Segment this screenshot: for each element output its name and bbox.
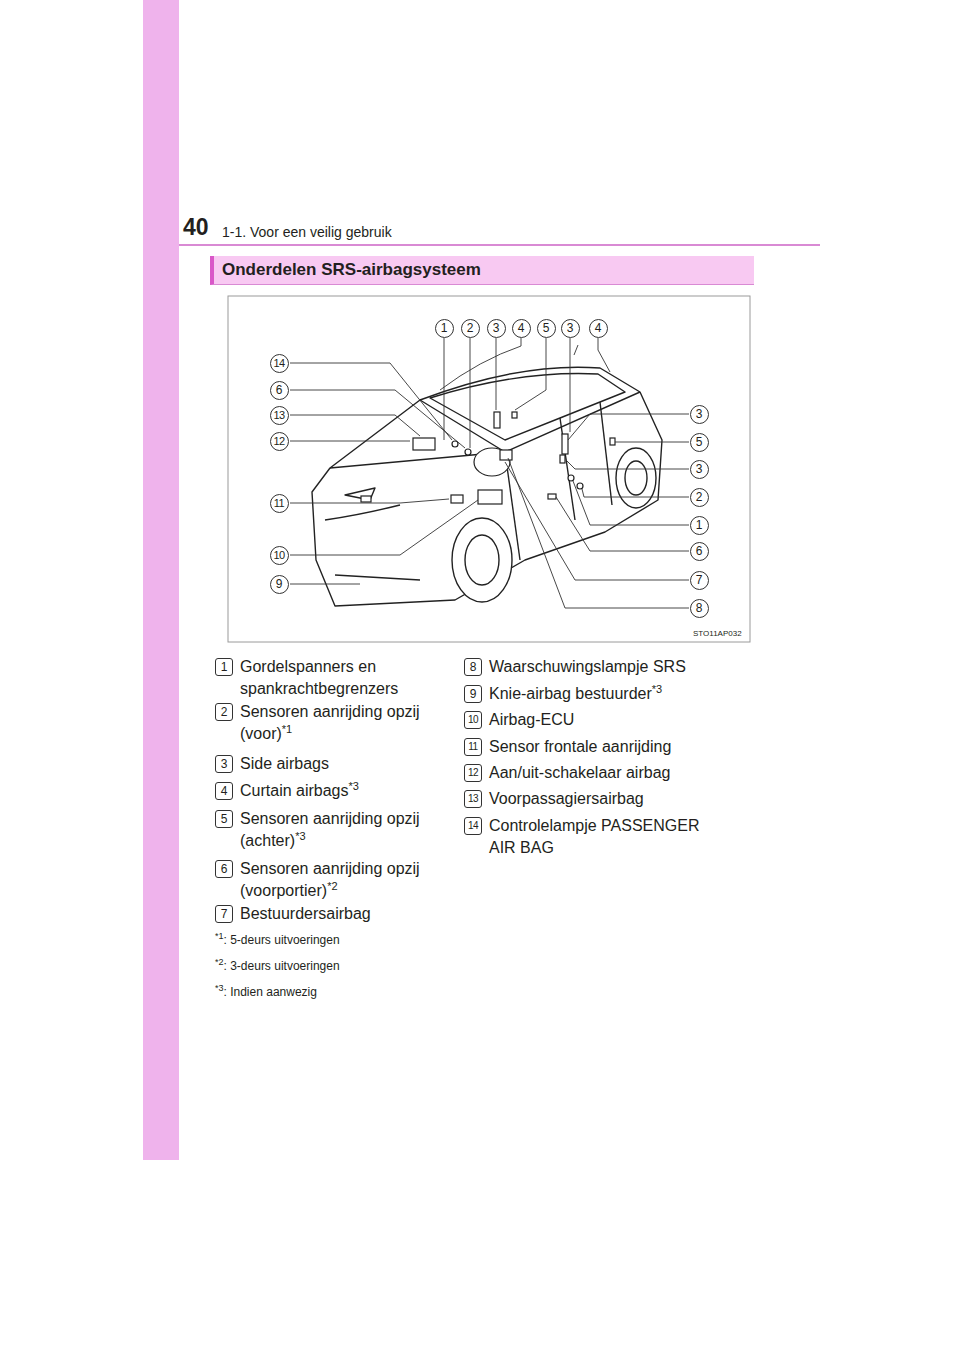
list-item: Sensoren aanrijding opzij (voor)*1 [240,701,445,745]
callout-number: 4 [512,319,531,338]
callout-number: 9 [270,575,289,594]
item-text: Sensoren aanrijding opzij (achter) [240,810,420,849]
list-number: 7 [215,905,233,923]
list-item: Sensoren aanrijding opzij (achter)*3 [240,808,445,852]
footnote-mark: *3 [215,983,224,993]
list-item: Curtain airbags*3 [240,780,445,802]
callout-number: 6 [270,381,289,400]
list-item: Gordelspanners en spankrachtbegrenzers [240,656,445,700]
list-number: 13 [464,790,482,808]
list-number: 9 [464,685,482,703]
list-item: Controlelampje PASSENGER AIR BAG [489,815,724,859]
footnote-mark: *1 [282,723,292,735]
item-text: Controlelampje PASSENGER AIR BAG [489,817,699,856]
callout-number: 5 [537,319,556,338]
item-text: Side airbags [240,755,329,772]
list-item: Airbag-ECU [489,709,729,731]
callout-number: 1 [435,319,454,338]
callout-number: 6 [690,542,709,561]
section-heading: Onderdelen SRS-airbagsysteem [210,256,754,285]
callout-number: 3 [561,319,580,338]
list-number: 3 [215,755,233,773]
list-item: Sensoren aanrijding opzij (voorportier)*… [240,858,445,902]
list-number: 4 [215,782,233,800]
footnote-mark: *3 [652,683,662,695]
callout-number: 3 [690,460,709,479]
item-text: Aan/uit-schakelaar airbag [489,764,670,781]
list-number: 14 [464,817,482,835]
item-text: Curtain airbags [240,782,349,799]
footnote-mark: *3 [295,830,305,842]
list-number: 5 [215,810,233,828]
footnote-text: : Indien aanwezig [224,985,317,999]
callout-number: 11 [270,494,289,513]
list-item: Sensor frontale aanrijding [489,736,729,758]
footnote-mark: *2 [327,880,337,892]
footnote-mark: *3 [349,780,359,792]
callout-number: 3 [690,405,709,424]
item-text: Voorpassagiersairbag [489,790,644,807]
item-text: Knie-airbag bestuurder [489,685,652,702]
item-text: Gordelspanners en spankrachtbegrenzers [240,658,398,697]
list-number: 11 [464,738,482,756]
page-number: 40 [183,214,209,241]
section-name: 1-1. Voor een veilig gebruik [222,224,392,240]
callout-number: 4 [589,319,608,338]
list-number: 12 [464,764,482,782]
figure-code: STO11AP032 [693,629,742,638]
list-item: Side airbags [240,753,445,775]
callout-number: 7 [690,571,709,590]
list-item: Waarschuwingslampje SRS [489,656,729,678]
footnote-text: : 3-deurs uitvoeringen [224,959,340,973]
footnote-mark: *2 [215,957,224,967]
list-number: 8 [464,658,482,676]
footnote: *2: 3-deurs uitvoeringen [215,958,340,974]
footnote: *3: Indien aanwezig [215,984,317,1000]
footnote-text: : 5-deurs uitvoeringen [224,933,340,947]
footnote-mark: *1 [215,931,224,941]
callout-number: 2 [690,488,709,507]
list-item: Aan/uit-schakelaar airbag [489,762,729,784]
callout-number: 2 [461,319,480,338]
list-number: 2 [215,703,233,721]
callout-number: 14 [270,354,289,373]
item-text: Sensoren aanrijding opzij (voor) [240,703,420,742]
item-text: Waarschuwingslampje SRS [489,658,686,675]
list-number: 1 [215,658,233,676]
callout-number: 8 [690,599,709,618]
list-item: Bestuurdersairbag [240,903,445,925]
list-number: 10 [464,711,482,729]
callout-number: 3 [487,319,506,338]
list-number: 6 [215,860,233,878]
callout-number: 5 [690,433,709,452]
list-item: Knie-airbag bestuurder*3 [489,683,729,705]
item-text: Bestuurdersairbag [240,905,371,922]
callout-number: 1 [690,516,709,535]
callout-number: 12 [270,432,289,451]
footnote: *1: 5-deurs uitvoeringen [215,932,340,948]
callout-number: 10 [270,546,289,565]
item-text: Sensor frontale aanrijding [489,738,671,755]
item-text: Sensoren aanrijding opzij (voorportier) [240,860,420,899]
list-item: Voorpassagiersairbag [489,788,729,810]
item-text: Airbag-ECU [489,711,574,728]
callout-number: 13 [270,406,289,425]
